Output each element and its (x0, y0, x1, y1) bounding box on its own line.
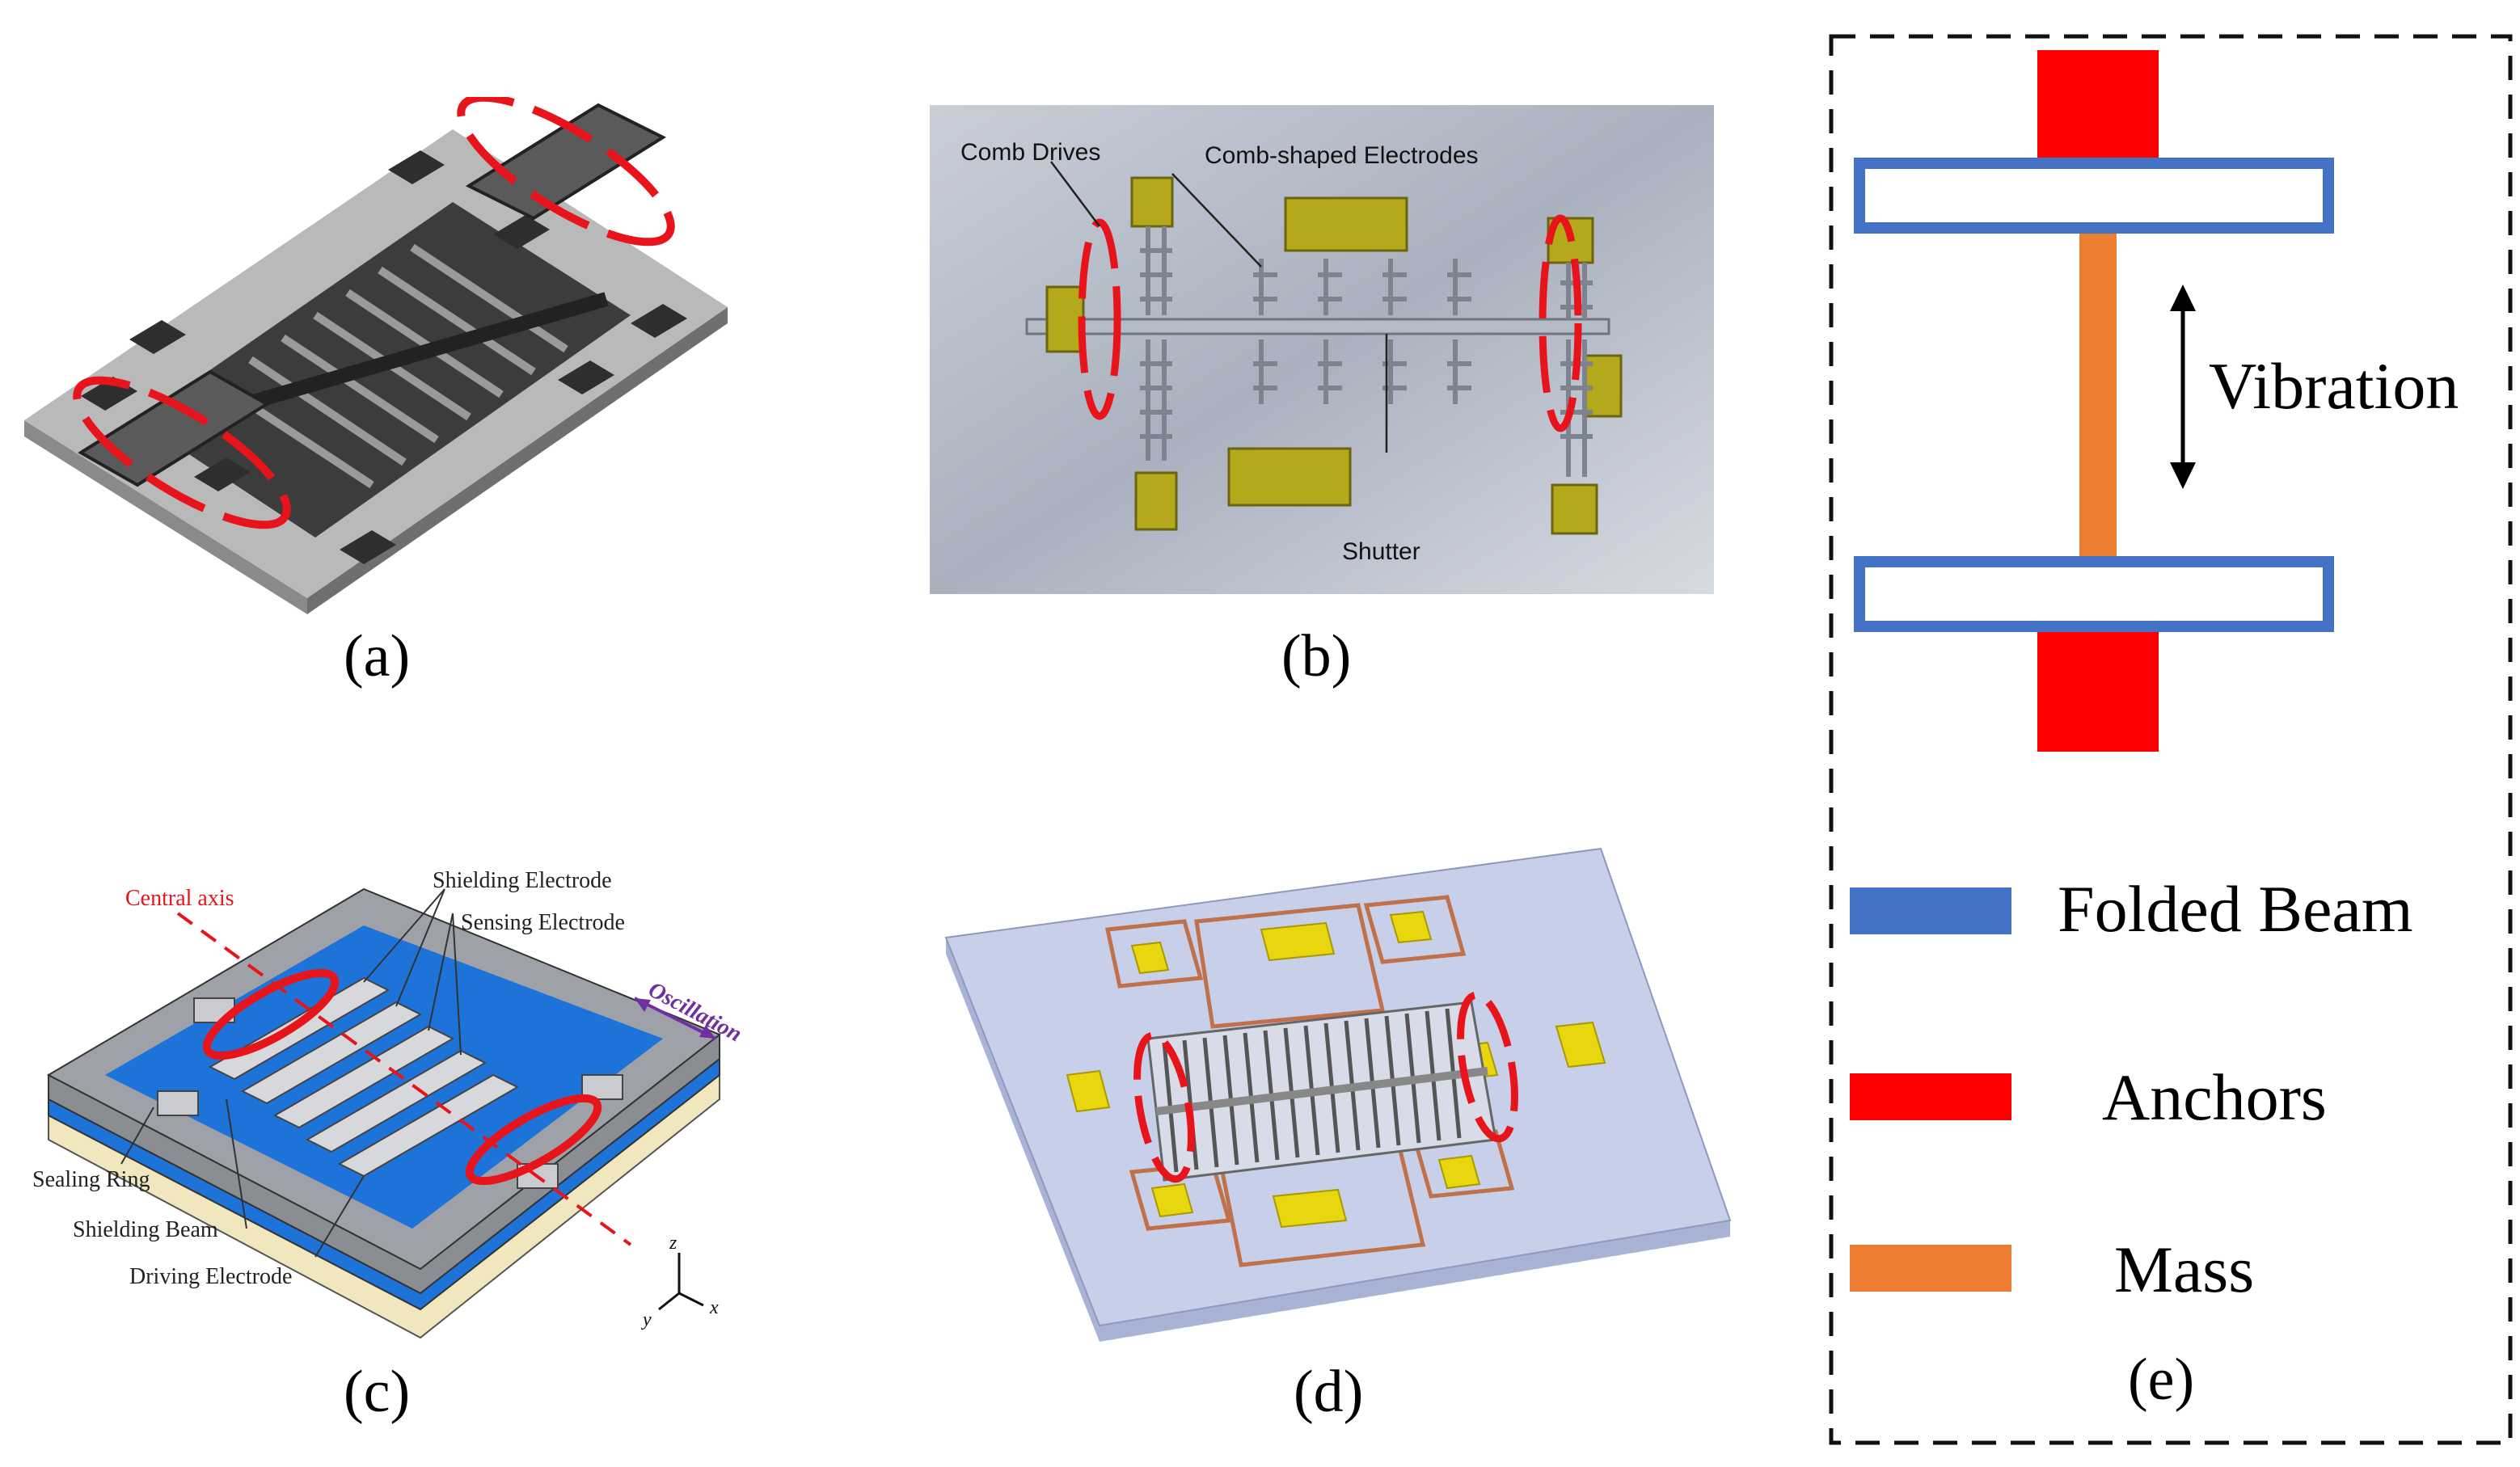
panel-c-highlight-bottom (465, 1094, 602, 1186)
legend-label-mass: Mass (2114, 1233, 2254, 1306)
panel-e-anchor-top (2037, 50, 2159, 163)
panel-c-label-shielding-beam: Shielding Beam (73, 1217, 218, 1242)
panel-b-comb-drive-render: Comb Drives Comb-shaped Electrodes Shutt… (930, 105, 1714, 594)
panel-a-caption: (a) (344, 623, 411, 689)
panel-e-anchor-bottom (2037, 630, 2159, 752)
panel-c-oscillation-arrow (634, 997, 716, 1040)
panel-c-central-axis (176, 912, 632, 1246)
panel-b-highlight-right (1539, 214, 1582, 432)
panel-d-highlight-right (1457, 991, 1518, 1143)
panel-b-pointer-comb-drives (1050, 161, 1100, 227)
panel-c-label-sealing-ring: Sealing Ring (32, 1167, 150, 1192)
legend-label-folded-beam: Folded Beam (2058, 872, 2413, 946)
panel-d-mems-render (944, 847, 1732, 1342)
panel-b-label-comb-drives: Comb Drives (960, 139, 1100, 166)
panel-a-substrate-side-right (307, 307, 728, 614)
panel-b-beam (1025, 318, 1610, 335)
legend-label-anchors: Anchors (2102, 1060, 2327, 1134)
panel-d-caption: (d) (1294, 1359, 1364, 1425)
panel-c-oscillation-arrowhead-a (635, 998, 651, 1012)
panel-c-label-axis-x: x (709, 1297, 719, 1318)
panel-e-mass (2079, 226, 2117, 582)
panel-a-comb-top (465, 103, 667, 221)
panel-e-schematic: Vibration Folded Beam Anchors Mass (1829, 34, 2513, 1445)
panel-c-label-axis-y: y (641, 1309, 652, 1330)
panel-c-leaders (120, 888, 462, 1258)
panel-c-label-shielding-electrode: Shielding Electrode (433, 868, 612, 893)
panel-c-axis-triad (658, 1253, 704, 1311)
panel-c-oscillation-arrowhead-b (699, 1025, 715, 1039)
panel-c-electrodes (208, 976, 520, 1178)
panel-a-mems-render (24, 97, 728, 614)
panel-d-gold-pads (1066, 910, 1606, 1229)
panel-e-caption: (e) (2128, 1347, 2195, 1413)
panel-c-gyro-render: Central axis Shielding Electrode Sensing… (32, 868, 746, 1339)
panel-e-vibration-label: Vibration (2209, 349, 2459, 423)
panel-c-highlight-top (202, 968, 340, 1060)
panel-c-label-sensing-electrode: Sensing Electrode (461, 910, 625, 935)
panel-a-highlight-top (457, 97, 675, 247)
panel-a-highlight-bottom (73, 376, 291, 529)
panel-b-label-shutter: Shutter (1342, 538, 1420, 565)
panel-e-legend: Folded Beam Anchors Mass (1850, 872, 2413, 1306)
panel-e-vibration-arrowhead-up (2170, 285, 2196, 311)
panel-c-label-driving-electrode: Driving Electrode (129, 1264, 292, 1289)
panel-c-label-axis-z: z (669, 1233, 677, 1254)
panel-e-vibration-arrowhead-down (2170, 462, 2196, 489)
panel-d-copper-frames (1104, 895, 1515, 1267)
panel-b-highlight-left (1078, 218, 1121, 420)
legend-swatch-anchors (1850, 1073, 2011, 1120)
panel-a-substrate-side (24, 420, 307, 614)
panel-e-dashed-border (1829, 34, 2513, 1445)
panel-d-spine (1155, 1067, 1488, 1115)
panel-b-label-comb-electrodes: Comb-shaped Electrodes (1205, 142, 1479, 169)
panel-b-caption: (b) (1281, 623, 1352, 689)
legend-swatch-mass (1850, 1245, 2011, 1292)
panel-e-folded-beam-top (1854, 158, 2334, 234)
panel-c-caption: (c) (344, 1359, 411, 1425)
panel-d-highlight-left (1133, 1031, 1195, 1183)
panel-b-pointer-electrodes (1171, 173, 1262, 268)
panel-e-folded-beam-bottom (1854, 556, 2334, 632)
panel-c-label-central-axis: Central axis (125, 886, 234, 911)
panel-b-springs (1140, 226, 1593, 477)
legend-swatch-folded-beam (1850, 887, 2011, 934)
